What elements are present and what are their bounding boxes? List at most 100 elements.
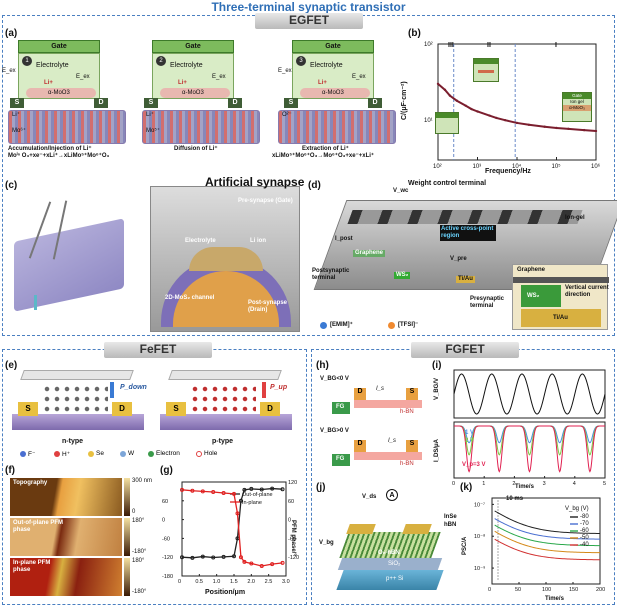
figure-title: Three-terminal synaptic transistor: [211, 0, 406, 14]
h-top-hbn: h-BN: [400, 409, 414, 415]
g-point-0-10: [259, 487, 264, 492]
g-xtick-label-6: 3.0: [282, 579, 290, 585]
i-bottom-frame: [453, 421, 606, 479]
inset-iongel-label: Ion gel: [570, 99, 584, 104]
device-2-drain: D: [228, 98, 242, 108]
device-2-gate: Gate: [152, 40, 234, 53]
h-bot-hbn: h-BN: [400, 461, 414, 467]
k-xtick-label-4: 200: [596, 587, 605, 593]
k-series-0: [494, 510, 601, 534]
panel-d-ion-gel: Ion-gel: [565, 215, 585, 221]
panel-d-active-region: Active cross-point region: [440, 225, 496, 241]
panel-f-oop: [10, 518, 122, 556]
g-xtick-label-0: 0: [178, 579, 181, 585]
inset-ws2-layer: [521, 285, 561, 307]
panel-c-li-ion: Li ion: [250, 238, 266, 244]
k-xtick-label-1: 50: [515, 587, 521, 593]
panel-f-title-ip: In-plane PFM phase: [13, 560, 51, 573]
n-top-plate: [20, 370, 134, 380]
k-series-3: [494, 530, 601, 554]
p-base: [160, 414, 292, 430]
device-3-electrolyte-label: Electrolyte: [310, 62, 343, 69]
b-point-14: [567, 127, 570, 131]
device-3-drain: D: [368, 98, 382, 108]
device-3-caption-1: Extraction of Li⁺: [302, 146, 349, 152]
b-point-10: [515, 121, 519, 125]
egfet-device-3: Gate 3 Electrolyte E_ex E_ex Li+ α-MoO3 …: [272, 40, 402, 160]
j-sio2-label: SiO₂: [388, 561, 401, 567]
g-ytick-label-1: -120: [162, 555, 173, 561]
g-point-0-1: [190, 555, 195, 560]
egfet-device-2: Gate 2 Electrolyte E_ex Li+ α-MoO3 S D L…: [140, 40, 262, 160]
panel-b-region-2: II: [487, 42, 491, 49]
g-point-1-0: [180, 487, 184, 492]
device-3-lattice-label: O²⁻: [282, 112, 292, 118]
panel-d-ipost: I_post: [335, 236, 353, 242]
b-xtick-label-1: 10³: [473, 164, 482, 170]
device-2-field-label: E_ex: [212, 74, 226, 80]
b-xtick-label-0: 10²: [433, 164, 442, 170]
j-si-label: p++ Si: [386, 576, 404, 582]
g-series-1: [181, 489, 283, 567]
panel-f-colorbar-3: [124, 558, 130, 596]
h-bot-bias: V_BG>0 V: [320, 428, 349, 434]
b-ytick-label-1: 10²: [424, 42, 433, 48]
g-series-0: [181, 487, 283, 559]
n-type-label: n-type: [62, 438, 83, 445]
g-xtick-label-4: 2.0: [247, 579, 255, 585]
g-point-0-4: [221, 554, 226, 559]
p-source: S: [166, 402, 186, 416]
b-point-1: [443, 88, 447, 92]
inset-channel-label: α-MoO₃: [563, 105, 591, 111]
b-xtick-label-4: 10⁶: [591, 163, 601, 170]
panel-j-device: O₂-hBN SiO₂ p++ Si: [332, 500, 444, 600]
k-ytick-label-1: 10⁻⁸: [474, 533, 485, 540]
n-arrow-down-icon: [110, 382, 114, 398]
panel-j-label: (j): [316, 482, 326, 493]
panel-i-xlabel: Time/s: [515, 484, 534, 490]
inset-gate-label: Gate: [563, 93, 591, 99]
panel-c-zoom: [150, 186, 300, 332]
legend-f: F⁻: [28, 451, 36, 458]
g-point-1-5: [232, 491, 236, 496]
device-1-lattice-label: Li⁺: [12, 112, 20, 118]
panel-b-region-3: III: [448, 42, 454, 49]
panel-d-pre: Presynaptic terminal: [470, 296, 505, 309]
inset-vertical-current: Vertical current direction: [565, 285, 609, 298]
panel-i-label: (i): [432, 360, 442, 371]
g-point-1-1: [190, 488, 195, 493]
panel-k-annotation: 10 ms: [506, 496, 524, 502]
g-xtick-label-5: 2.5: [265, 579, 273, 585]
g-point-0-0: [180, 555, 184, 560]
panel-c-channel: 2D-MoS₂ channel: [165, 295, 215, 301]
g-point-0-8: [242, 487, 247, 492]
g-xtick-label-2: 1.0: [213, 579, 221, 585]
legend-electron-icon: [148, 451, 154, 457]
p-polarization: P_up: [270, 384, 288, 391]
panel-e-label: (e): [5, 360, 18, 371]
g-ytick-right-label-3: 60: [288, 499, 294, 505]
panel-f-topography: [10, 478, 122, 516]
device-1-caption-1: Accumulation/Injection of Li⁺: [8, 146, 92, 152]
h-bot-fg-box: [332, 454, 350, 466]
p-type-label: p-type: [212, 438, 233, 445]
legend-hole-icon: [196, 451, 202, 457]
b-point-2: [448, 94, 452, 97]
g-point-0-11: [270, 486, 275, 491]
legend-h: H⁺: [62, 451, 71, 458]
p-top-plate: [168, 370, 282, 380]
electrolyte-layer: [189, 247, 263, 271]
n-source: S: [18, 402, 38, 416]
panel-b-region-1: I: [555, 42, 557, 49]
h-bot-hbn-layer: [354, 452, 422, 460]
panel-c-label: (c): [5, 180, 18, 191]
device-2-channel-label: α-MoO3: [182, 90, 204, 96]
h-bot-fg: FG: [336, 456, 345, 462]
panel-f-scale-top-2: 180°: [132, 518, 145, 524]
panel-b-label: (b): [408, 28, 421, 39]
panel-d-inset: Graphene WS₂ Ti/Au Vertical current dire…: [512, 264, 609, 330]
n-polarization: P_down: [120, 384, 147, 391]
panel-d-graphene: Graphene: [353, 250, 386, 257]
